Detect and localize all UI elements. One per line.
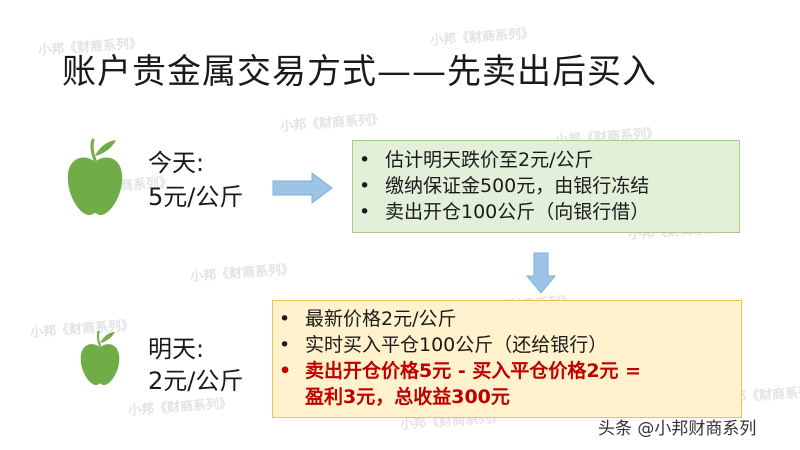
list-item: 卖出开仓100公斤（向银行借） [353, 199, 739, 225]
tomorrow-price: 2元/公斤 [148, 367, 244, 395]
list-item: 最新价格2元/公斤 [273, 306, 741, 332]
today-label: 今天: [148, 149, 205, 177]
page-title: 账户贵金属交易方式——先卖出后买入 [62, 52, 657, 92]
apple-icon [67, 138, 123, 216]
tomorrow-label: 明天: [148, 335, 205, 363]
arrow-down-icon [526, 252, 556, 294]
list-item: 实时买入平仓100公斤（还给银行） [273, 332, 741, 358]
highlight-continuation: 盈利3元，总收益300元 [305, 386, 510, 408]
today-actions-box: 估计明天跌价至2元/公斤 缴纳保证金500元，由银行冻结 卖出开仓100公斤（向… [352, 140, 740, 233]
watermark: 小邦《财商系列》 [189, 262, 295, 285]
list-item: 缴纳保证金500元，由银行冻结 [353, 173, 739, 199]
arrow-right-icon [272, 172, 333, 204]
watermark: 小邦《财商系列》 [279, 112, 385, 135]
today-price: 5元/公斤 [148, 183, 244, 211]
list-item: 估计明天跌价至2元/公斤 [353, 147, 739, 173]
source-credit: 头条 @小邦财商系列 [598, 419, 757, 439]
apple-icon [80, 330, 120, 385]
tomorrow-actions-box: 最新价格2元/公斤 实时买入平仓100公斤（还给银行） 卖出开仓价格5元 - 买… [272, 300, 742, 418]
list-item-highlight: 卖出开仓价格5元 - 买入平仓价格2元 = [273, 358, 741, 384]
